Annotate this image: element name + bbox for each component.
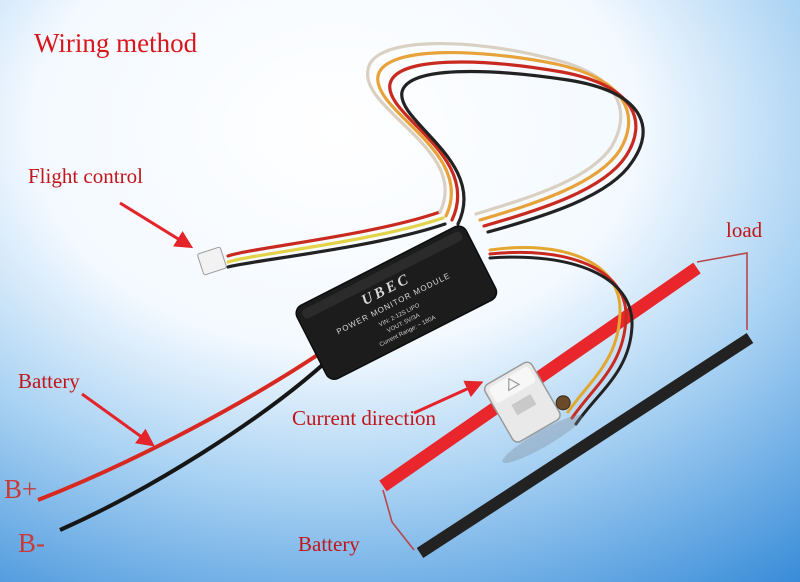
b-minus-label: B- — [18, 528, 45, 558]
battery-callout-line — [382, 489, 415, 551]
b-plus-label: B+ — [4, 474, 38, 504]
negative-bus-bar — [416, 332, 754, 559]
positive-bus-bar — [379, 262, 701, 492]
page-title: Wiring method — [34, 28, 198, 58]
battery-arrow — [81, 392, 155, 447]
battery-bus-label: Battery — [298, 532, 360, 556]
current-direction-arrow — [413, 380, 484, 415]
flight-control-arrow — [119, 201, 194, 249]
load-label: load — [726, 218, 763, 242]
sensor-lead — [488, 246, 634, 426]
battery-negative-wire — [59, 358, 330, 532]
current-direction-label: Current direction — [292, 406, 437, 430]
load-callout-line — [696, 252, 748, 330]
battery-positive-wire — [37, 350, 324, 502]
current-sensor — [483, 361, 583, 463]
battery-input-label: Battery — [18, 369, 80, 393]
jst-connector — [197, 246, 227, 276]
flight-control-harness — [226, 41, 645, 269]
power-monitor-module: UBEC POWER MONITOR MODULE VIN: 2-12S LIP… — [295, 225, 498, 380]
flight-control-label: Flight control — [28, 164, 143, 188]
